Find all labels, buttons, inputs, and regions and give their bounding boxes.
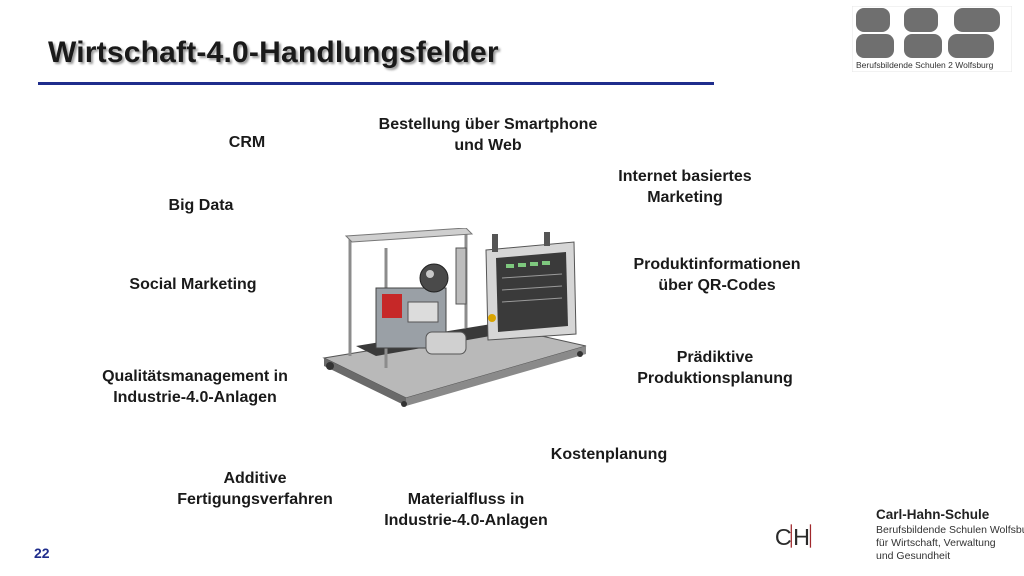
field-additive-line1: Additive [223,470,287,487]
field-bestellung-line2: und Web [454,137,522,154]
chs-line3: und Gesundheit [876,550,951,562]
field-qualitaet-line2: Industrie-4.0-Anlagen [113,389,277,406]
chs-line1: Berufsbildende Schulen Wolfsburg [876,524,1024,536]
field-crm: CRM [212,132,282,153]
bbs-subtitle: Berufsbildende Schulen 2 Wolfsburg [856,60,994,70]
field-qualitaet-line1: Qualitätsmanagement in [102,368,288,385]
field-social-marketing-label: Social Marketing [129,276,257,293]
field-materialfluss: Materialfluss in Industrie-4.0-Anlagen [364,489,568,531]
chs-logo: C H [775,524,812,550]
field-bestellung-line1: Bestellung über Smartphone [378,116,598,133]
field-additive-fertigung: Additive Fertigungsverfahren [160,468,350,510]
slide-title: Wirtschaft-4.0-Handlungsfelder [48,36,499,69]
field-qualitaetsmanagement: Qualitätsmanagement in Industrie-4.0-Anl… [82,366,308,408]
bbs-logo [852,6,1012,72]
chs-school-name: Carl-Hahn-Schule [876,507,990,522]
field-kostenplanung-label: Kostenplanung [550,446,668,463]
field-kostenplanung: Kostenplanung [532,444,686,465]
field-materialfluss-line1: Materialfluss in [407,491,525,508]
field-materialfluss-line2: Industrie-4.0-Anlagen [384,512,548,529]
field-praediktive-planung: Prädiktive Produktionsplanung [610,347,820,389]
field-crm-label: CRM [228,134,266,151]
page-number: 22 [34,545,50,561]
field-big-data-label: Big Data [168,197,234,214]
field-produktinformationen: Produktinformationen über QR-Codes [606,254,828,296]
field-internet-line1: Internet basiertes [618,168,752,185]
svg-text:H: H [793,524,810,550]
field-internet-line2: Marketing [647,189,723,206]
field-produktinfo-line2: über QR-Codes [658,277,776,294]
field-additive-line2: Fertigungsverfahren [177,491,333,508]
field-internet-marketing: Internet basiertes Marketing [590,166,780,208]
chs-line2: für Wirtschaft, Verwaltung [876,537,996,549]
field-praediktive-line1: Prädiktive [676,349,754,366]
title-underline [38,82,714,85]
svg-text:C: C [775,524,791,550]
field-produktinfo-line1: Produktinformationen [633,256,801,273]
industry-machine-image [322,228,587,407]
field-praediktive-line2: Produktionsplanung [637,370,793,387]
field-bestellung: Bestellung über Smartphone und Web [352,114,624,156]
field-big-data: Big Data [150,195,252,216]
field-social-marketing: Social Marketing [112,274,274,295]
